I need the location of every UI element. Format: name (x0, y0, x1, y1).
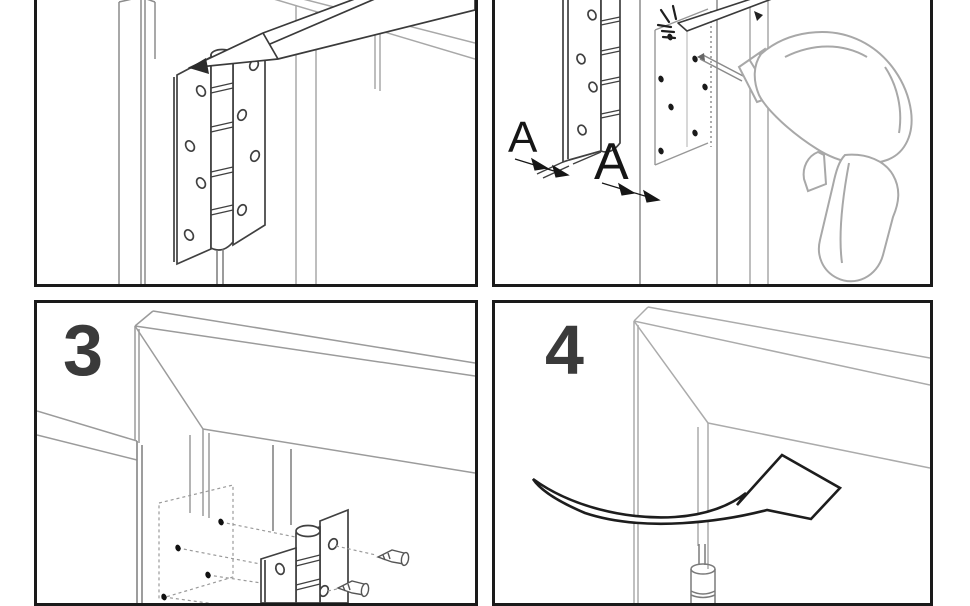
dimension-label-a-left: A (508, 113, 538, 162)
pencil-mark-icon (656, 0, 772, 40)
hinge-side-icon (536, 0, 621, 179)
door-edge-icon (118, 0, 156, 284)
hinge-icon (173, 45, 266, 284)
step-2-illustration (514, 0, 913, 284)
hinge-barrel-icon (690, 544, 716, 603)
panel-step-1 (34, 0, 478, 287)
panel-step-4: 4 (492, 300, 933, 606)
drill-icon (697, 31, 913, 283)
swing-arrow-icon (531, 453, 843, 525)
dimension-arrow-icon (514, 157, 661, 203)
marked-holes-icon (158, 484, 331, 603)
door-frame-icon (639, 0, 769, 284)
panel-step-3: 3 (34, 300, 478, 606)
open-hinge-icon (260, 508, 349, 603)
panel-step-2: A A (492, 0, 933, 287)
step-number-3: 3 (63, 311, 104, 391)
pilot-hole-dots-icon (658, 15, 708, 155)
step-4-illustration (531, 306, 930, 603)
door-frame-corner-icon (633, 306, 930, 603)
step-3-illustration (37, 310, 475, 603)
pencil-icon (188, 0, 475, 74)
step-number-4: 4 (545, 311, 584, 389)
dimension-label-a-right: A (594, 133, 629, 191)
step-1-illustration (118, 0, 475, 284)
door-frame-corner-icon (37, 310, 475, 603)
drill-bit-icon (699, 54, 746, 82)
screw-icon (327, 545, 410, 598)
